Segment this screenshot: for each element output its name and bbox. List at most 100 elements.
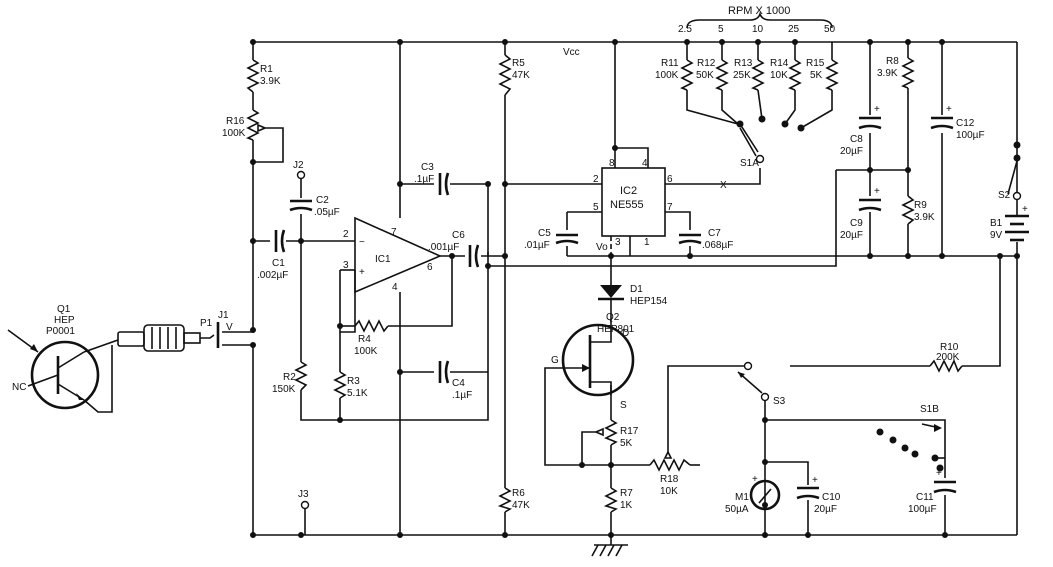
r11-ref: R11: [661, 58, 679, 69]
s1b-rotary-switch: S1B: [876, 404, 944, 472]
ic2-ref: IC2: [620, 185, 637, 197]
capacitor-c12: [930, 116, 954, 130]
d1-diode: D1 HEP154: [598, 284, 668, 307]
vcc-label: Vcc: [563, 47, 580, 58]
resistor-r6: [497, 487, 512, 513]
battery-b1: + B1 9V: [990, 200, 1029, 242]
resistor-r8: [901, 57, 915, 89]
ic2-pin: 6: [667, 174, 673, 185]
r11-value: 100K: [655, 70, 679, 81]
j1-v-label: V: [226, 322, 233, 333]
capacitors: C1 .002µF C2 .05µF C3 .1µF C4 .1µF C6 .0…: [257, 104, 985, 515]
r7-ref: R7: [620, 488, 633, 499]
resistor-r13: [751, 59, 765, 91]
q1-line2: P0001: [46, 326, 75, 337]
q1-line1: HEP: [54, 315, 75, 326]
r16-value: 100K: [222, 128, 246, 139]
r13-ref: R13: [734, 58, 753, 69]
ic1-minus: −: [359, 237, 365, 248]
resistor-r3: [333, 371, 347, 399]
c4-value: .1µF: [452, 390, 472, 401]
q2-g-label: G: [551, 355, 559, 366]
c11-ref: C11: [916, 492, 934, 503]
q2-s-label: S: [620, 400, 627, 411]
c10-plus: +: [812, 475, 818, 486]
b1-ref: B1: [990, 218, 1003, 229]
s3-label: S3: [773, 396, 786, 407]
r3-value: 5.1K: [347, 388, 368, 399]
r7-value: 1K: [620, 500, 633, 511]
c2-value: .05µF: [314, 207, 340, 218]
b1-value: 9V: [990, 230, 1003, 241]
c11-plus: +: [936, 468, 942, 479]
resistor-r7: [603, 487, 618, 513]
ic1-pin: 4: [392, 282, 398, 293]
resistor-r2: [294, 361, 308, 391]
q1-ref: Q1: [57, 304, 71, 315]
capacitor-c3: [438, 172, 450, 196]
j2-testpoint: J2: [293, 160, 306, 180]
m1-ref: M1: [735, 492, 749, 503]
q2-ref: Q2: [606, 312, 620, 323]
resistor-r16: [246, 109, 260, 141]
rpm-scale: RPM X 1000 2.5 5 10 25 50: [678, 5, 836, 35]
c5-ref: C5: [538, 228, 551, 239]
s1b-label: S1B: [920, 404, 939, 415]
m1-meter: + M1 50µA: [725, 474, 781, 515]
q2-fet: Q2 HEP801 D G S: [551, 312, 635, 411]
resistor-r12: [715, 59, 729, 91]
r4-ref: R4: [358, 334, 371, 345]
capacitor-c4: [438, 360, 450, 384]
c11-value: 100µF: [908, 504, 937, 515]
r1-value: 3.9K: [260, 76, 281, 87]
r2-value: 150K: [272, 384, 296, 395]
p1-label: P1: [200, 318, 213, 329]
resistor-r17: [604, 419, 618, 446]
r4-value: 100K: [354, 346, 378, 357]
r18-value: 10K: [660, 486, 678, 497]
capacitor-c2: [289, 199, 313, 212]
s1a-label: S1A: [740, 158, 759, 169]
r12-ref: R12: [697, 58, 716, 69]
r13-value: 25K: [733, 70, 751, 81]
c8-ref: C8: [850, 134, 863, 145]
p1-plug: P1: [117, 318, 215, 352]
capacitor-c10: [796, 486, 820, 500]
ic2-pin: 4: [642, 158, 648, 169]
r9-value: 3.9K: [914, 212, 935, 223]
j1-label: J1: [218, 310, 229, 321]
resistor-r1: [246, 59, 260, 93]
r10-ref: R10: [940, 342, 959, 353]
resistor-r4: [354, 319, 389, 333]
ic2-pin: 3: [615, 237, 621, 248]
r5-ref: R5: [512, 58, 525, 69]
c12-value: 100µF: [956, 130, 985, 141]
m1-plus: +: [752, 474, 758, 485]
capacitor-c8: [858, 116, 882, 130]
q1-body: [30, 340, 100, 410]
ic2-body: [601, 167, 666, 237]
c2-ref: C2: [316, 195, 329, 206]
resistor-r18: [649, 458, 691, 472]
q1-nc: NC: [12, 382, 26, 393]
c12-plus: +: [946, 104, 952, 115]
ic2-part: NE555: [610, 199, 644, 211]
q2-part: HEP801: [597, 324, 635, 335]
j2-label: J2: [293, 160, 304, 171]
c9-ref: C9: [850, 218, 863, 229]
r15-ref: R15: [806, 58, 825, 69]
j3-label: J3: [298, 489, 309, 500]
c10-ref: C10: [822, 492, 841, 503]
r5-value: 47K: [512, 70, 530, 81]
rpm-range-label: 50: [824, 24, 836, 35]
resistor-r9: [901, 195, 915, 225]
c7-ref: C7: [708, 228, 721, 239]
q2-body: [561, 323, 635, 397]
r3-ref: R3: [347, 376, 360, 387]
r14-value: 10K: [770, 70, 788, 81]
ic1-plus: +: [359, 267, 365, 278]
c1-ref: C1: [272, 258, 285, 269]
ic1-pin: 2: [343, 229, 349, 240]
d1-part: HEP154: [630, 296, 668, 307]
